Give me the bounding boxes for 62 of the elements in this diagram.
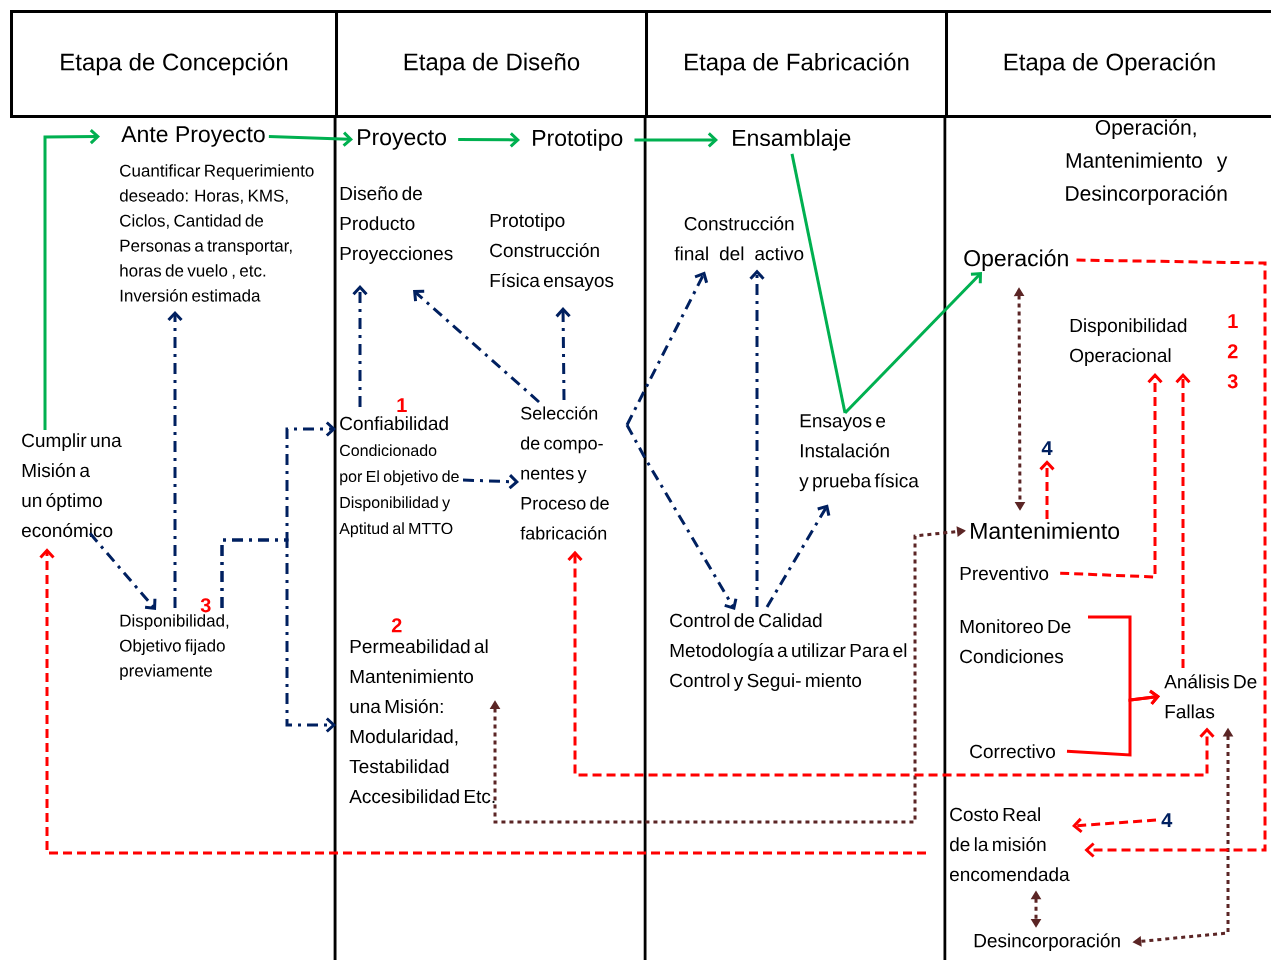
arrow	[1066, 689, 1160, 757]
step-number: 2	[391, 618, 402, 633]
arrow	[1060, 373, 1163, 579]
arrow	[352, 285, 368, 407]
step-label: Prototipo	[533, 129, 623, 151]
step-number: 2	[1227, 344, 1238, 359]
step-label: Operación	[964, 249, 1068, 271]
arrow	[458, 132, 520, 148]
text-label: Cumplir una Misión a un óptimo económico	[22, 433, 122, 538]
text-label: Correctivo	[970, 744, 1055, 759]
text-label: Selección de compo- nentes y Proceso de fabricación	[520, 406, 609, 540]
arrow	[625, 271, 709, 426]
arrow	[88, 532, 157, 610]
step-label: Mantenimiento	[971, 522, 1120, 540]
step-label: Ensamblaje	[733, 129, 851, 151]
arrow	[1039, 460, 1055, 519]
text-label: Permeabilidad al Mantenimiento una Misión: Modularidad, Testabilidad Accesibilidad Etc.	[349, 639, 495, 804]
arrow	[1175, 373, 1191, 668]
arrow	[220, 538, 336, 733]
text-label: Desincorporación	[974, 933, 1120, 952]
arrow	[1076, 258, 1267, 858]
text-label: Prototipo Construcción Física ensayos	[490, 213, 614, 291]
step-number: 1	[1228, 314, 1238, 328]
stage-heading: Etapa de Concepción	[10, 10, 338, 118]
arrow	[625, 424, 738, 610]
connector-line	[790, 153, 847, 414]
step-number: 3	[1227, 374, 1238, 389]
text-label: Control de Calidad Metodología a utilizar Para el Control y Segui- miento	[670, 613, 907, 691]
arrow	[413, 289, 540, 404]
arrow	[39, 548, 926, 855]
step-label: Proyecto	[358, 129, 446, 150]
text-label: Análisis De Fallas	[1164, 674, 1257, 719]
text-label: Disponibilidad Operacional	[1070, 318, 1187, 366]
text-label: Cuantificar Requerimiento deseado: Horas, KMS, Ciclos, Cantidad de Personas a transportar, horas de vuelo , etc. Inversión estimada	[119, 164, 314, 302]
arrow	[167, 310, 183, 608]
step-number: 4	[1041, 441, 1053, 455]
text-label: Diseño de Producto Proyecciones	[340, 186, 453, 264]
arrow	[765, 504, 831, 608]
step-number: 4	[1161, 813, 1173, 827]
step-number: 1	[397, 398, 407, 412]
text-label: Confiabilidad Condicionado por El objetivo de Disponibilidad y Aptitud al MTTO	[339, 416, 459, 538]
stage-heading: Etapa de Fabricación	[645, 10, 948, 118]
arrow	[462, 474, 519, 490]
text-label: Preventivo	[960, 566, 1049, 581]
step-label: Ante Proyecto	[121, 126, 265, 147]
step-number: 3	[200, 598, 211, 613]
arrow	[749, 269, 765, 607]
arrow	[1072, 817, 1157, 833]
stage-heading: Etapa de Diseño	[335, 10, 648, 118]
arrow	[43, 128, 100, 430]
arrow	[634, 132, 718, 148]
text-label: Costo Real de la misión encomendada	[950, 807, 1070, 882]
text-label: Operación, Mantenimiento y Desincorporación	[1066, 119, 1228, 205]
text-label: Ensayos e Instalación y prueba física	[799, 414, 919, 492]
text-label: Monitoreo De Condiciones	[960, 619, 1071, 664]
text-label: Construcción final del activo	[674, 216, 804, 261]
arrow	[567, 550, 1215, 777]
text-label: Disponibilidad, Objetivo fijado previamente	[120, 614, 229, 681]
arrow	[555, 307, 571, 400]
arrow	[268, 131, 353, 147]
stage-heading: Etapa de Operación	[945, 10, 1271, 118]
arrow	[843, 272, 982, 415]
